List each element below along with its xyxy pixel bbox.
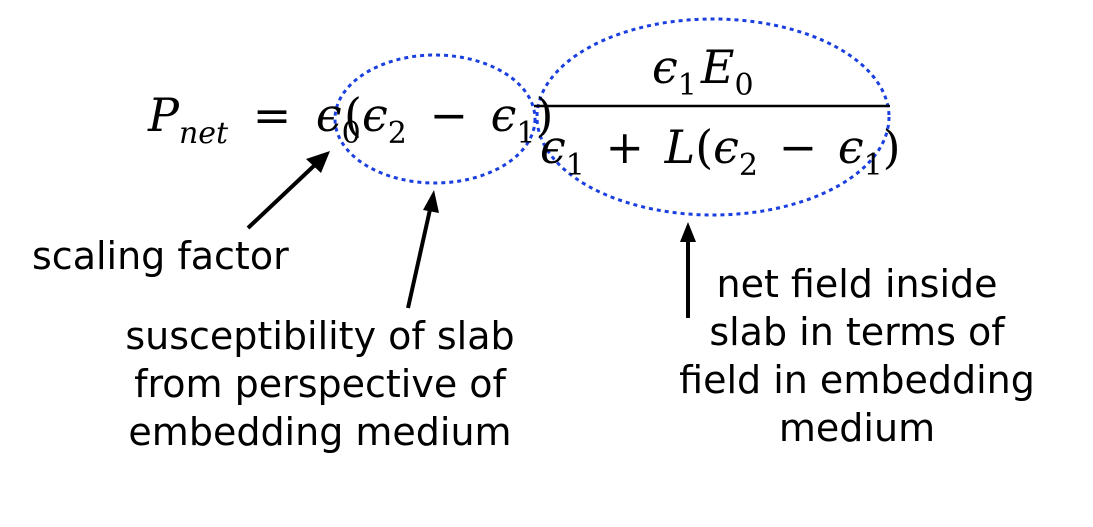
label-susceptibility: susceptibility of slab from perspective … bbox=[125, 314, 515, 454]
susceptibility-term: (ϵ2 − ϵ1) bbox=[344, 88, 554, 151]
fraction-numerator: ϵ1E0 bbox=[652, 40, 754, 103]
arrow-net-field bbox=[680, 222, 696, 318]
susceptibility-ellipse bbox=[333, 53, 537, 185]
arrow-susceptibility bbox=[406, 190, 439, 309]
fraction-denominator: ϵ1 + L(ϵ2 − ϵ1) bbox=[540, 120, 901, 183]
field-ratio-ellipse bbox=[535, 17, 891, 217]
label-scaling-factor: scaling factor bbox=[32, 234, 289, 278]
equation-lhs: Pnet = ϵ0 bbox=[148, 88, 361, 151]
arrow-scaling-factor bbox=[246, 151, 330, 230]
label-net-field: net field inside slab in terms of field … bbox=[679, 262, 1035, 450]
